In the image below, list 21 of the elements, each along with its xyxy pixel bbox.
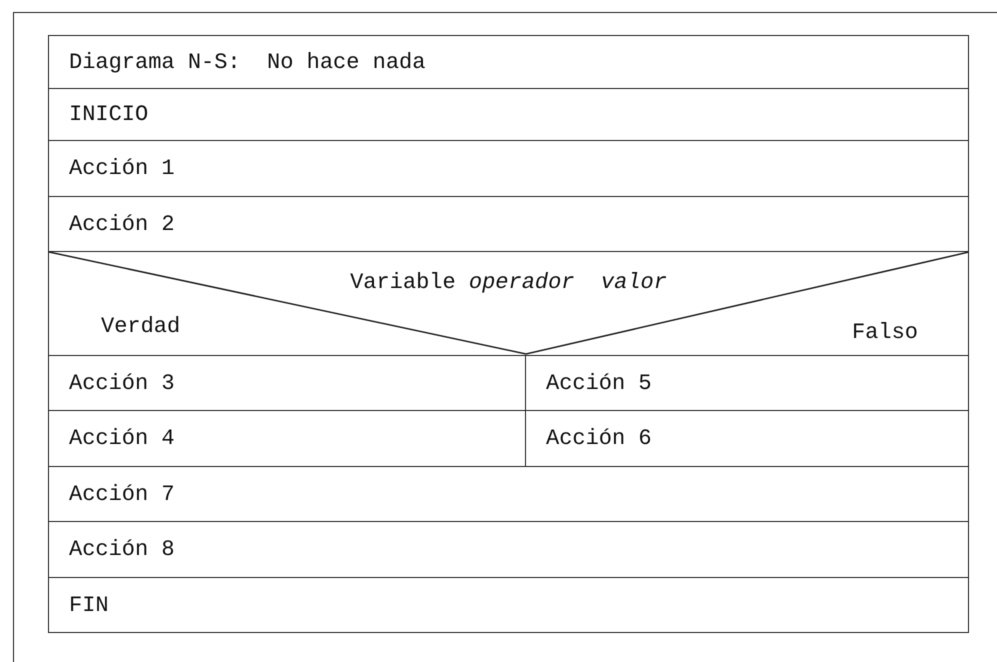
title-row (48, 35, 969, 89)
row-text: Acción 1 (69, 158, 175, 180)
row-text: Acción 8 (69, 539, 175, 561)
start-row (48, 88, 969, 141)
end-row (48, 577, 969, 633)
branch-label: Verdad (101, 316, 180, 338)
row-text: Diagrama N-S: No hace nada (69, 52, 426, 74)
action-row (48, 466, 969, 522)
row-text: Acción 3 (69, 372, 175, 394)
row-text: FIN (69, 594, 109, 616)
condition-text: Variable operador valor (350, 270, 667, 295)
row-text: Acción 5 (546, 372, 652, 394)
action-row (48, 196, 969, 252)
row-text: Acción 2 (69, 214, 175, 236)
row-text: Acción 6 (546, 428, 652, 450)
action-row (48, 140, 969, 197)
action-row (48, 521, 969, 578)
row-text: INICIO (69, 104, 148, 126)
row-text: Acción 4 (69, 428, 175, 450)
row-text: Acción 7 (69, 484, 175, 506)
branch-label: Falso (852, 322, 918, 344)
